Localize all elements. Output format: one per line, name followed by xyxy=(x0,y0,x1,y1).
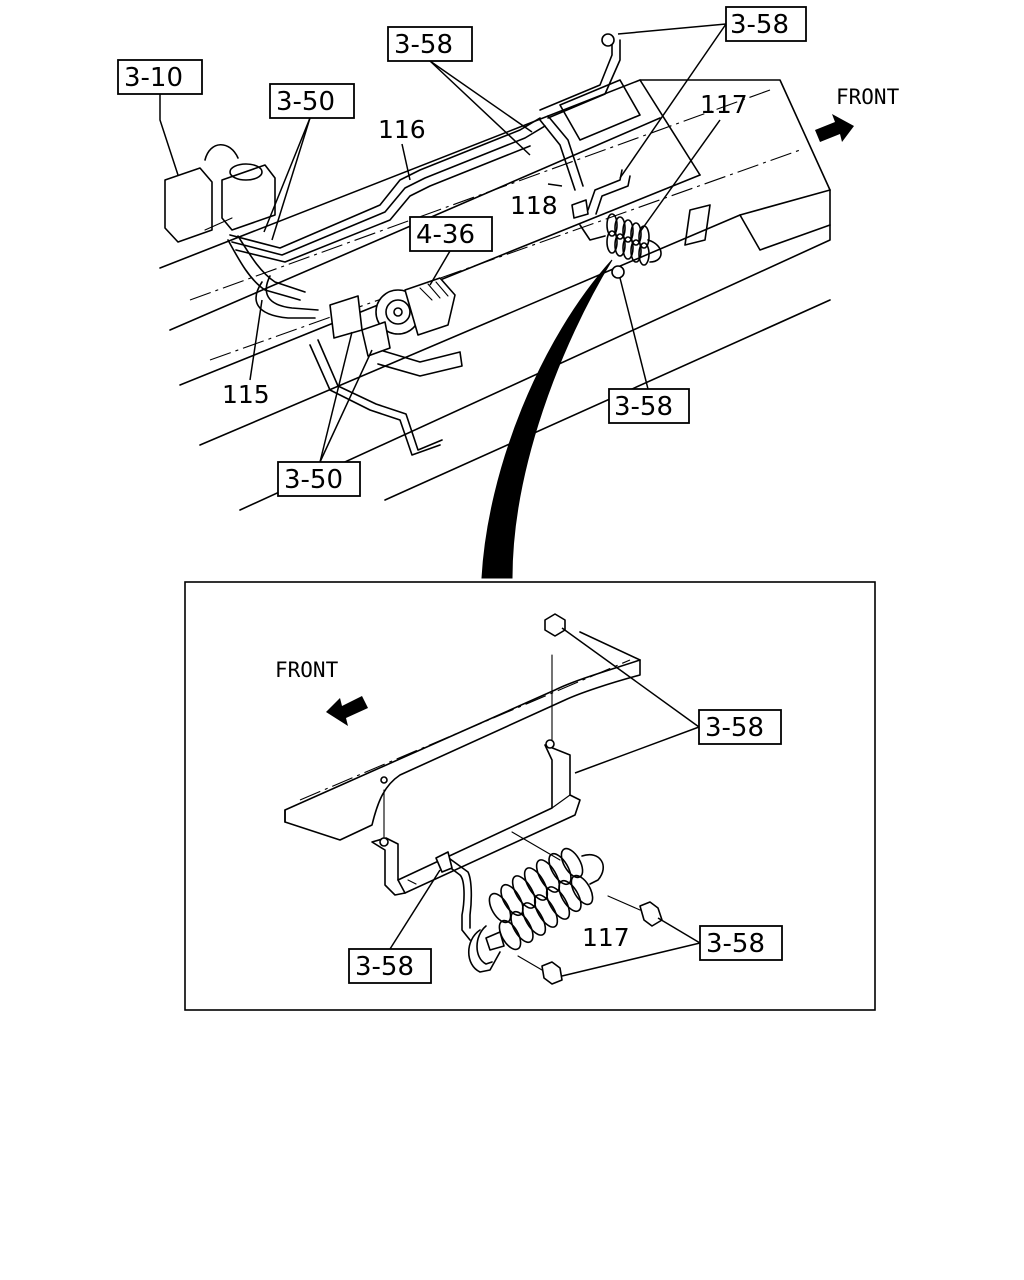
ref-3-58-b[interactable]: 3-58 xyxy=(617,6,807,179)
detail-cooler-117 xyxy=(435,847,663,985)
svg-text:3-50: 3-50 xyxy=(276,87,335,117)
part-117: 117 xyxy=(639,90,748,233)
svg-text:3-58: 3-58 xyxy=(614,392,673,422)
detail-frame xyxy=(184,581,876,1011)
svg-text:3-58: 3-58 xyxy=(394,30,453,60)
ref-3-58-a[interactable]: 3-58 xyxy=(387,26,533,156)
svg-text:4-36: 4-36 xyxy=(416,220,475,250)
ref-3-58-c[interactable]: 3-58 xyxy=(608,277,690,424)
ref-4-36[interactable]: 4-36 xyxy=(409,216,493,286)
svg-text:117: 117 xyxy=(700,90,748,119)
hose-115 xyxy=(227,235,319,319)
ref-3-50-top[interactable]: 3-50 xyxy=(263,83,355,241)
arrow-front-icon xyxy=(326,696,368,726)
svg-text:3-10: 3-10 xyxy=(124,63,183,93)
cooler-117 xyxy=(579,169,662,279)
arrow-front-icon xyxy=(815,114,854,142)
detail-part-117: 117 xyxy=(582,923,630,952)
front-indicator-top: FRONT xyxy=(815,85,900,142)
svg-text:3-58: 3-58 xyxy=(706,929,765,959)
part-115: 115 xyxy=(222,299,270,409)
svg-text:3-50: 3-50 xyxy=(284,465,343,495)
detail-frame-rail xyxy=(284,631,641,841)
part-116: 116 xyxy=(378,115,426,181)
pump-4-36 xyxy=(375,277,463,377)
reservoir-assembly xyxy=(164,143,276,243)
svg-text:3-58: 3-58 xyxy=(730,10,789,40)
hose-116 xyxy=(229,117,546,263)
svg-text:117: 117 xyxy=(582,923,630,952)
svg-text:3-58: 3-58 xyxy=(705,713,764,743)
front-label-top: FRONT xyxy=(836,85,900,109)
lower-pipes xyxy=(309,295,443,456)
detail-bracket xyxy=(371,613,581,896)
detail-front-indicator: FRONT xyxy=(275,658,368,726)
svg-text:3-58: 3-58 xyxy=(355,952,414,982)
detail-leader xyxy=(481,259,613,579)
svg-text:115: 115 xyxy=(222,380,270,409)
svg-text:116: 116 xyxy=(378,115,426,144)
front-label-detail: FRONT xyxy=(275,658,339,682)
detail-ref-3-58-right[interactable]: 3-58 xyxy=(561,917,783,977)
ref-3-10[interactable]: 3-10 xyxy=(117,59,203,176)
svg-text:118: 118 xyxy=(510,191,558,220)
frame-overview xyxy=(159,79,831,511)
detail-ref-3-58-left[interactable]: 3-58 xyxy=(348,869,441,984)
ref-3-50-bottom[interactable]: 3-50 xyxy=(277,331,373,497)
part-118: 118 xyxy=(510,183,563,220)
detail-ref-3-58-top[interactable]: 3-58 xyxy=(561,627,782,774)
pipe-118 xyxy=(539,33,621,219)
